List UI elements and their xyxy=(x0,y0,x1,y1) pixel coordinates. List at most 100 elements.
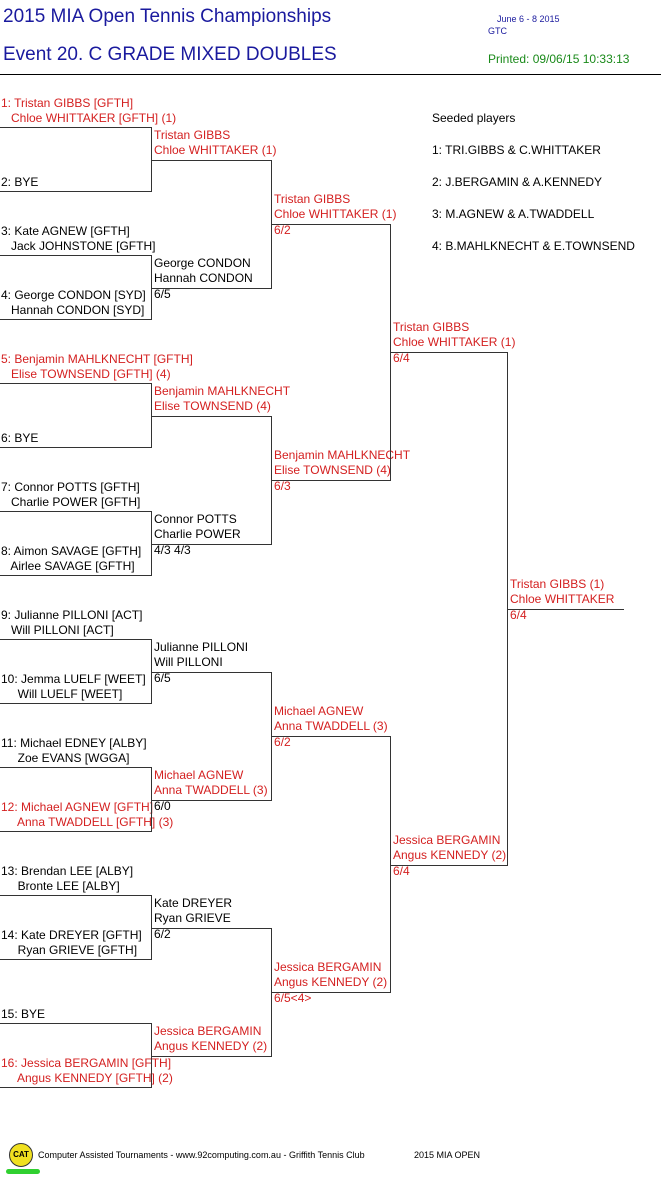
final-line2: Chloe WHITTAKER xyxy=(510,592,615,606)
draw-entry-line1: 11: Michael EDNEY [ALBY] xyxy=(1,736,147,750)
draw-line xyxy=(0,831,152,832)
draw-entry-line2: Will PILLONI [ACT] xyxy=(1,623,114,637)
round3-line1: Michael AGNEW xyxy=(274,704,364,718)
draw-line xyxy=(152,800,272,801)
draw-line xyxy=(0,575,152,576)
draw-entry-line2: 6: BYE xyxy=(1,431,39,445)
seeded-heading: Seeded players xyxy=(432,111,516,125)
draw-line xyxy=(0,127,152,128)
draw-entry-line1: 13: Brendan LEE [ALBY] xyxy=(1,864,134,878)
round2-line2: Chloe WHITTAKER (1) xyxy=(154,143,277,157)
round3-line2: Elise TOWNSEND (4) xyxy=(274,463,391,477)
draw-entry-line1: 14: Kate DREYER [GFTH] xyxy=(1,928,142,942)
draw-entry-line2: Jack JOHNSTONE [GFTH] xyxy=(1,239,156,253)
draw-line xyxy=(151,255,152,320)
draw-line xyxy=(151,895,152,960)
semifinal-line1: Jessica BERGAMIN xyxy=(393,833,501,847)
footer-event: 2015 MIA OPEN xyxy=(414,1150,481,1160)
draw-entry-line2: Ryan GRIEVE [GFTH] xyxy=(1,943,138,957)
round2-line2: Angus KENNEDY (2) xyxy=(154,1039,268,1053)
draw-line xyxy=(390,736,391,993)
semifinal-line1: Tristan GIBBS xyxy=(393,320,470,334)
draw-line xyxy=(271,672,272,801)
semifinal-line2: Angus KENNEDY (2) xyxy=(393,848,507,862)
draw-line xyxy=(151,1023,152,1088)
printed-timestamp: Printed: 09/06/15 10:33:13 xyxy=(488,52,630,66)
round2-score: 6/0 xyxy=(154,799,171,813)
draw-line xyxy=(271,416,272,545)
draw-line xyxy=(151,767,152,832)
round2-line1: Tristan GIBBS xyxy=(154,128,231,142)
draw-line xyxy=(0,255,152,256)
round3-score: 6/2 xyxy=(274,735,291,749)
round3-score: 6/3 xyxy=(274,479,291,493)
tournament-dates: June 6 - 8 2015 xyxy=(497,14,560,24)
round2-line1: Connor POTTS xyxy=(154,512,237,526)
round2-score: 6/2 xyxy=(154,927,171,941)
round3-line2: Anna TWADDELL (3) xyxy=(274,719,388,733)
draw-line xyxy=(151,127,152,192)
draw-line xyxy=(508,609,624,610)
round2-line2: Anna TWADDELL (3) xyxy=(154,783,268,797)
round2-line2: Hannah CONDON xyxy=(154,271,253,285)
draw-line xyxy=(0,895,152,896)
round2-score: 6/5 xyxy=(154,671,171,685)
tournament-venue: GTC xyxy=(488,26,507,36)
draw-line xyxy=(0,639,152,640)
draw-entry-line2: Charlie POWER [GFTH] xyxy=(1,495,141,509)
round3-line1: Tristan GIBBS xyxy=(274,192,351,206)
seeded-item: 1: TRI.GIBBS & C.WHITTAKER xyxy=(432,143,601,157)
draw-line xyxy=(390,224,391,481)
draw-entry-line2: Will LUELF [WEET] xyxy=(1,687,123,701)
round2-line2: Will PILLONI xyxy=(154,655,223,669)
draw-line xyxy=(391,865,508,866)
draw-entry-line1: 12: Michael AGNEW [GFTH] xyxy=(1,800,154,814)
draw-line xyxy=(152,544,272,545)
round2-line1: George CONDON xyxy=(154,256,251,270)
draw-entry-line2: Elise TOWNSEND [GFTH] (4) xyxy=(1,367,171,381)
draw-line xyxy=(0,767,152,768)
draw-line xyxy=(0,1023,152,1024)
draw-entry-line1: 8: Aimon SAVAGE [GFTH] xyxy=(1,544,142,558)
draw-entry-line1: 9: Julianne PILLONI [ACT] xyxy=(1,608,143,622)
round2-line2: Ryan GRIEVE xyxy=(154,911,231,925)
draw-line xyxy=(0,191,152,192)
semifinal-score: 6/4 xyxy=(393,864,410,878)
round2-line1: Benjamin MAHLKNECHT xyxy=(154,384,291,398)
draw-entry-line2: Zoe EVANS [WGGA] xyxy=(1,751,130,765)
round2-line1: Jessica BERGAMIN xyxy=(154,1024,262,1038)
draw-entry-line1: 10: Jemma LUELF [WEET] xyxy=(1,672,146,686)
draw-entry-line2: Airlee SAVAGE [GFTH] xyxy=(1,559,135,573)
draw-entry-line2: Bronte LEE [ALBY] xyxy=(1,879,120,893)
footer-text: Computer Assisted Tournaments - www.92co… xyxy=(38,1150,365,1160)
draw-line xyxy=(391,352,508,353)
draw-line xyxy=(152,160,272,161)
cat-logo-bar xyxy=(6,1169,40,1174)
draw-entry-line2: 2: BYE xyxy=(1,175,39,189)
semifinal-line2: Chloe WHITTAKER (1) xyxy=(393,335,516,349)
draw-line xyxy=(0,959,152,960)
round2-line1: Michael AGNEW xyxy=(154,768,244,782)
draw-entry-line1: 7: Connor POTTS [GFTH] xyxy=(1,480,140,494)
draw-line xyxy=(271,160,272,289)
header-divider xyxy=(0,74,661,75)
draw-entry-line1: 1: Tristan GIBBS [GFTH] xyxy=(1,96,134,110)
draw-line xyxy=(272,992,391,993)
round2-line1: Kate DREYER xyxy=(154,896,233,910)
seeded-item: 4: B.MAHLKNECHT & E.TOWNSEND xyxy=(432,239,635,253)
draw-line xyxy=(272,224,391,225)
draw-line xyxy=(272,480,391,481)
draw-line xyxy=(151,511,152,576)
round3-line2: Angus KENNEDY (2) xyxy=(274,975,388,989)
draw-line xyxy=(507,352,508,866)
draw-entry-line2: 15: BYE xyxy=(1,1007,46,1021)
draw-line xyxy=(151,639,152,704)
round3-score: 6/5<4> xyxy=(274,991,312,1005)
round3-line1: Jessica BERGAMIN xyxy=(274,960,382,974)
round2-line2: Charlie POWER xyxy=(154,527,241,541)
round2-line2: Elise TOWNSEND (4) xyxy=(154,399,271,413)
final-score: 6/4 xyxy=(510,608,527,622)
draw-line xyxy=(0,703,152,704)
round3-score: 6/2 xyxy=(274,223,291,237)
seeded-item: 2: J.BERGAMIN & A.KENNEDY xyxy=(432,175,603,189)
